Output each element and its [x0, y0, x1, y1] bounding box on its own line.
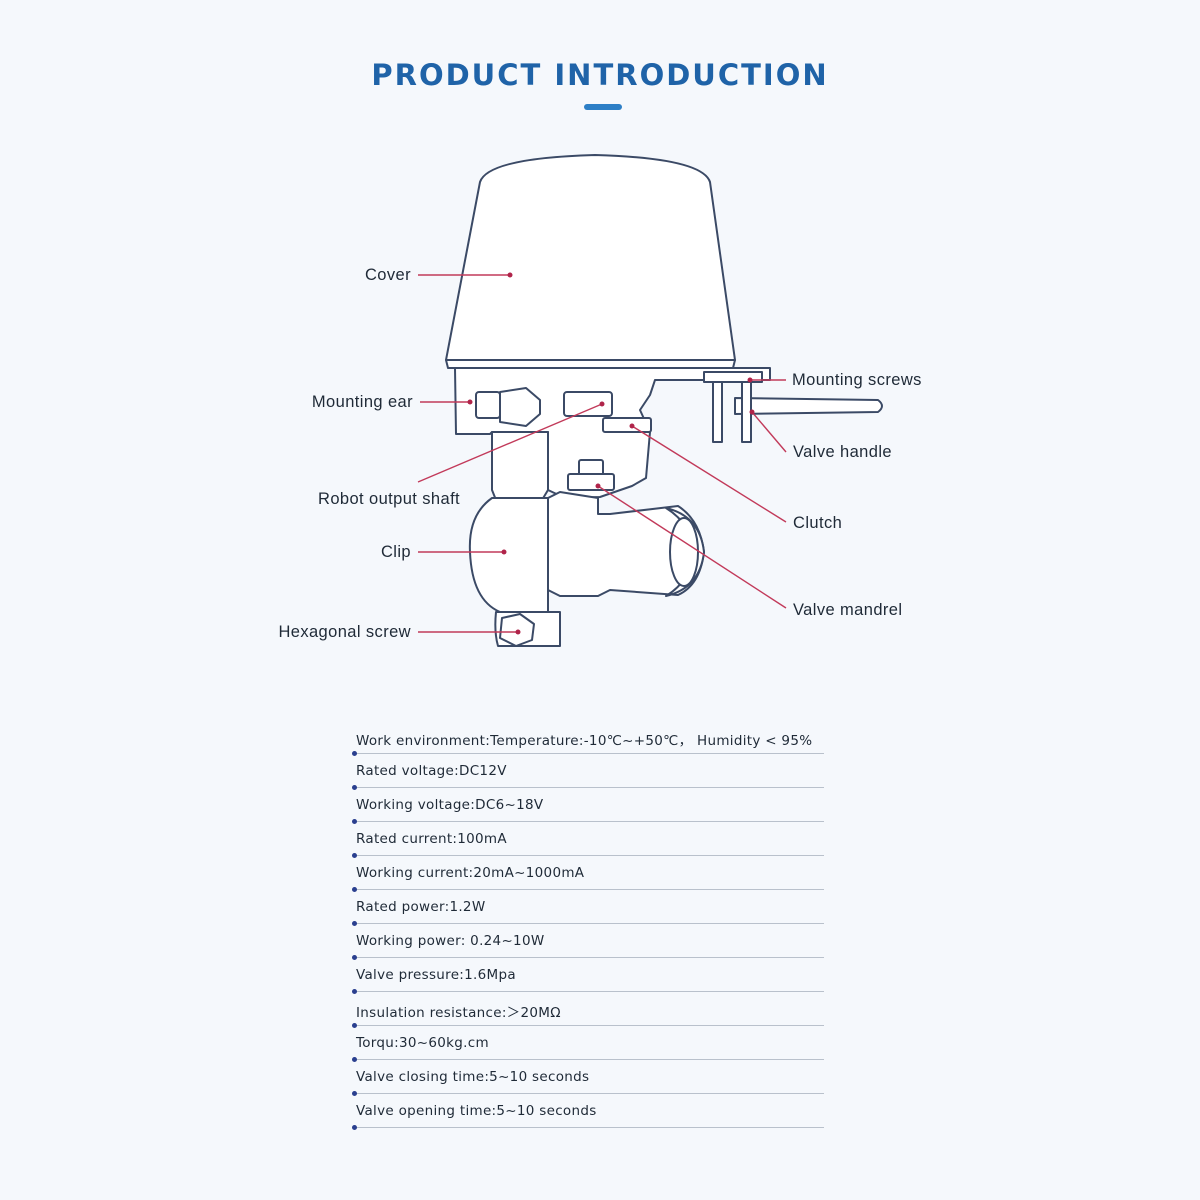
- dot-cover: [507, 272, 513, 278]
- label-cover: Cover: [365, 266, 411, 284]
- leader-valve-handle: [751, 411, 787, 453]
- spec-text: Valve pressure:1.6Mpa: [356, 967, 516, 983]
- cover-shape: [445, 154, 736, 361]
- callout-dots: [467, 272, 755, 635]
- spec-text: Working current:20mA~1000mA: [356, 865, 585, 881]
- spec-list: Work environment:Temperature:-10℃~+50℃， …: [352, 720, 824, 1130]
- leader-valve-mandrel: [597, 485, 787, 609]
- handle-bolt-right: [741, 377, 752, 443]
- label-mounting-ear: Mounting ear: [312, 393, 413, 411]
- dot-mounting-screws: [747, 377, 753, 383]
- spec-row: Valve opening time:5~10 seconds: [352, 1094, 824, 1130]
- spec-bullet: [352, 1023, 357, 1028]
- spec-row: Rated voltage:DC12V: [352, 754, 824, 790]
- callout-labels: Cover Mounting ear Robot output shaft Cl…: [278, 266, 921, 641]
- spec-bullet: [352, 1057, 357, 1062]
- valve-manipulator-diagram: Cover Mounting ear Robot output shaft Cl…: [278, 154, 921, 647]
- dot-clutch: [629, 423, 635, 429]
- spec-text: Insulation resistance:＞20MΩ: [356, 1005, 561, 1021]
- spec-text: Rated power:1.2W: [356, 899, 486, 915]
- spec-text: Rated current:100mA: [356, 831, 507, 847]
- label-clutch: Clutch: [793, 514, 842, 532]
- spec-row: Valve pressure:1.6Mpa: [352, 958, 824, 994]
- device-outline: [445, 154, 883, 647]
- label-robot-output-shaft: Robot output shaft: [318, 490, 460, 508]
- handle-nut: [703, 371, 763, 383]
- spec-text: Valve closing time:5~10 seconds: [356, 1069, 590, 1085]
- title-underline: [584, 104, 622, 110]
- page-title: PRODUCT INTRODUCTION: [371, 58, 829, 92]
- spec-row: Insulation resistance:＞20MΩ: [352, 992, 824, 1028]
- label-valve-handle: Valve handle: [793, 443, 892, 461]
- spec-bullet: [352, 785, 357, 790]
- spec-text: Work environment:Temperature:-10℃~+50℃， …: [356, 733, 813, 749]
- dot-clip: [501, 549, 507, 555]
- label-mounting-screws: Mounting screws: [792, 371, 922, 389]
- dot-valve-handle: [749, 409, 755, 415]
- valve-stem-nut: [567, 473, 615, 491]
- spec-text: Valve opening time:5~10 seconds: [356, 1103, 597, 1119]
- clip-body: [468, 497, 549, 613]
- spec-row: Working voltage:DC6~18V: [352, 788, 824, 824]
- spec-row: Rated power:1.2W: [352, 890, 824, 926]
- valve-handle-arm: [734, 397, 883, 415]
- output-shaft-nut: [563, 391, 613, 417]
- spec-bullet: [352, 989, 357, 994]
- mounting-ear-hex: [499, 387, 541, 427]
- cover-base-ring: [445, 359, 736, 369]
- spec-bullet: [352, 887, 357, 892]
- spec-row: Work environment:Temperature:-10℃~+50℃， …: [352, 720, 824, 756]
- spec-row: Working power: 0.24~10W: [352, 924, 824, 960]
- dot-robot-output-shaft: [599, 401, 605, 407]
- spec-bullet: [352, 921, 357, 926]
- spec-bullet: [352, 853, 357, 858]
- spec-bullet: [352, 819, 357, 824]
- label-hexagonal-screw: Hexagonal screw: [278, 623, 411, 641]
- handle-bolt-left: [712, 377, 723, 443]
- leader-robot-output-shaft: [417, 403, 603, 483]
- valve-port-inner: [669, 517, 699, 587]
- spec-row: Rated current:100mA: [352, 822, 824, 858]
- spec-row: Working current:20mA~1000mA: [352, 856, 824, 892]
- label-clip: Clip: [381, 543, 411, 561]
- spec-text: Working power: 0.24~10W: [356, 933, 545, 949]
- spec-bullet: [352, 751, 357, 756]
- spec-row: Valve closing time:5~10 seconds: [352, 1060, 824, 1096]
- callout-leaders: [417, 274, 787, 633]
- clutch-block: [602, 417, 652, 433]
- mounting-ear-bolt: [475, 391, 501, 419]
- spec-text: Torqu:30~60kg.cm: [356, 1035, 489, 1051]
- label-valve-mandrel: Valve mandrel: [793, 601, 902, 619]
- spec-text: Rated voltage:DC12V: [356, 763, 507, 779]
- spec-row: Torqu:30~60kg.cm: [352, 1026, 824, 1062]
- spec-bullet: [352, 955, 357, 960]
- leader-clutch: [631, 425, 787, 523]
- dot-mounting-ear: [467, 399, 473, 405]
- dot-valve-mandrel: [595, 483, 601, 489]
- dot-hexagonal-screw: [515, 629, 521, 635]
- spec-bullet: [352, 1091, 357, 1096]
- spec-bullet: [352, 1125, 357, 1130]
- spec-text: Working voltage:DC6~18V: [356, 797, 544, 813]
